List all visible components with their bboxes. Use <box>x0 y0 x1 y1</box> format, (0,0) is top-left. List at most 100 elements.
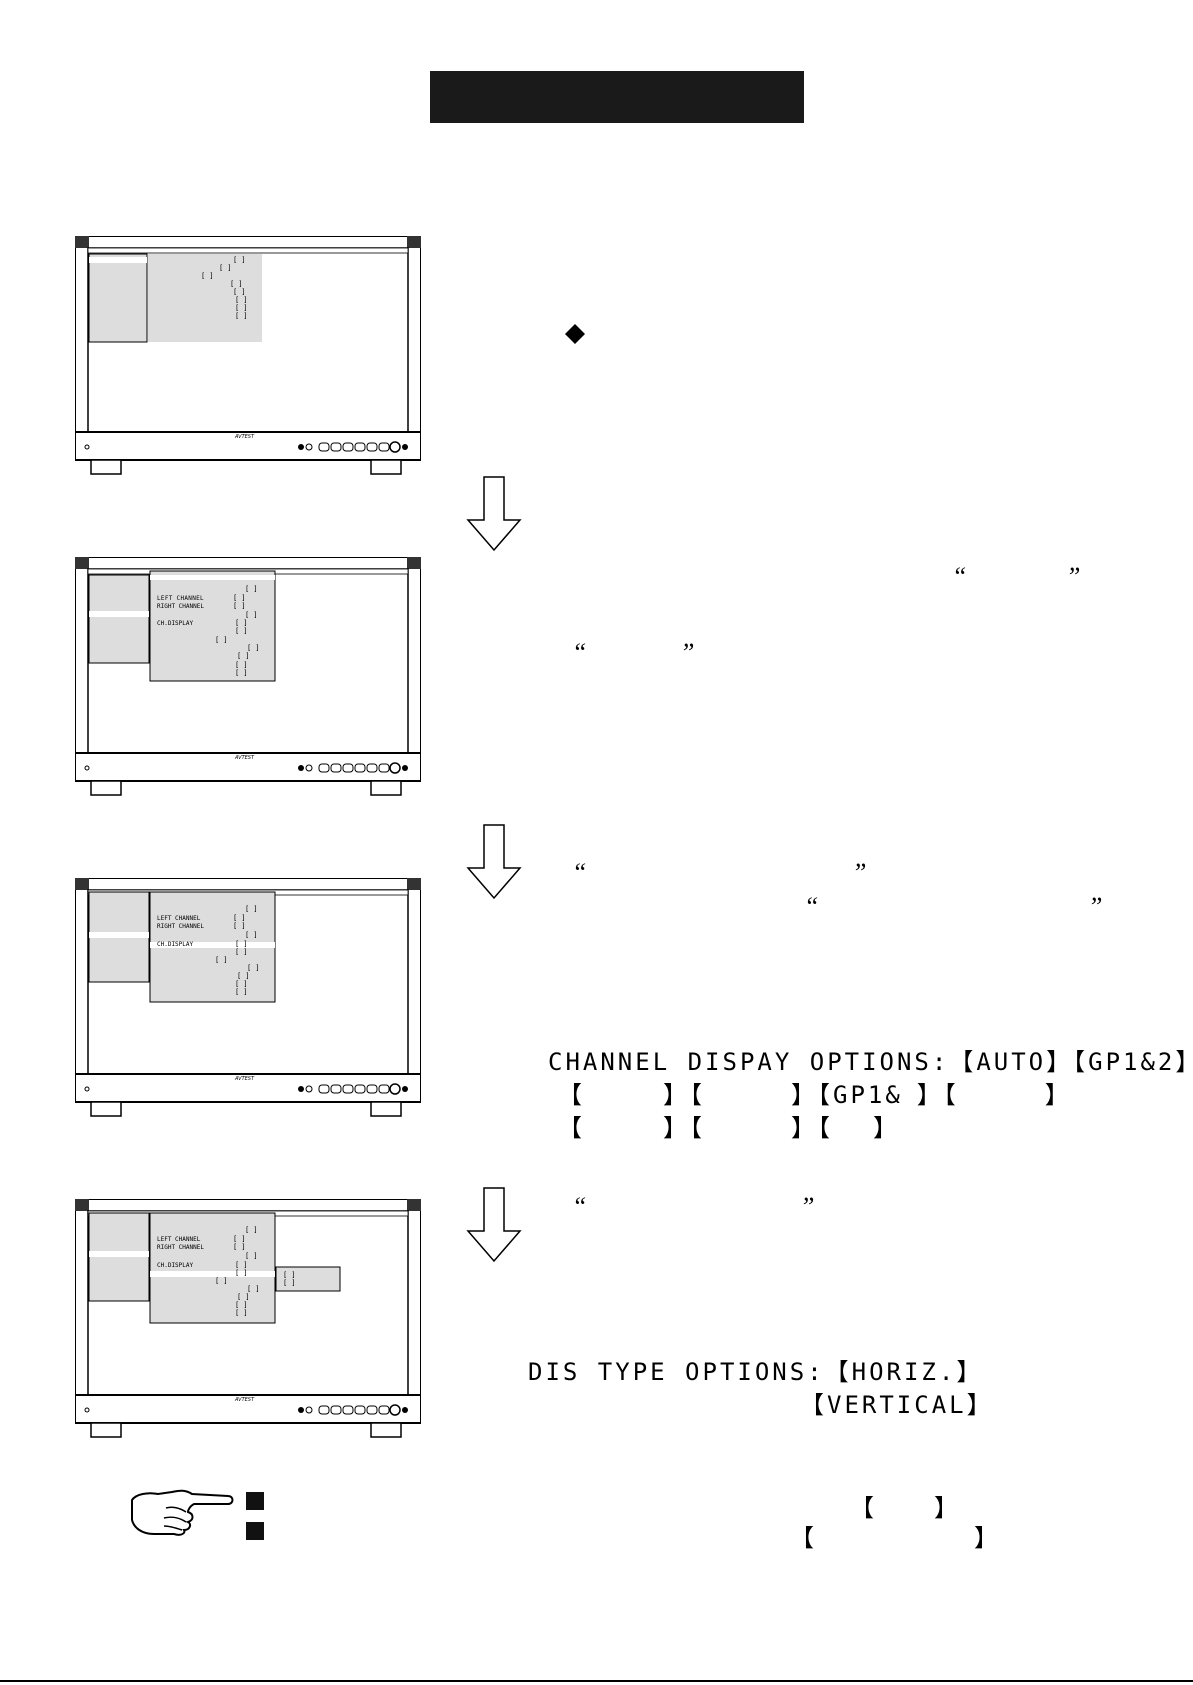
svg-text:[ ]: [ ] <box>283 1271 296 1279</box>
step2-quote-close-1: ” <box>1066 562 1081 591</box>
svg-text:[ ]: [ ] <box>247 964 260 972</box>
svg-text:[ ]: [ ] <box>215 956 228 964</box>
monitor-illustration-4: AVTEST [ ][ ][ ] [ ][ ][ ] [ ][ ][ ] [ ]… <box>75 1199 421 1438</box>
svg-text:[ ]: [ ] <box>247 1285 260 1293</box>
svg-text:[ ]: [ ] <box>233 914 246 922</box>
svg-text:[ ]: [ ] <box>283 1279 296 1287</box>
bracket-close: 】 <box>663 1114 690 1142</box>
svg-text:[ ]: [ ] <box>233 922 246 930</box>
step4-quote-close: ” <box>800 1192 815 1221</box>
monitor-illustration-3: AVTEST [ ][ ][ ] [ ][ ][ ] [ ][ ][ ] [ ]… <box>75 878 421 1117</box>
svg-text:[ ]: [ ] <box>237 652 250 660</box>
svg-text:[ ]: [ ] <box>237 1293 250 1301</box>
dis-type-option-vertical: 【VERTICAL】 <box>800 1391 994 1419</box>
channel-display-options: CHANNEL DISPAY OPTIONS:【AUTO】【GP1&2】 <box>548 1048 1193 1076</box>
bracket-open: 【 <box>690 1114 705 1142</box>
osd-right-channel: RIGHT CHANNEL <box>157 603 204 610</box>
svg-text:[ ]: [ ] <box>245 585 258 593</box>
svg-text:[ ]: [ ] <box>245 1252 258 1260</box>
svg-text:[ ]: [ ] <box>235 1301 248 1309</box>
note-bullet-square <box>246 1522 264 1540</box>
svg-text:[ ]: [ ] <box>245 1226 258 1234</box>
bracket-open: 【 <box>818 1114 833 1142</box>
svg-text:[ ]: [ ] <box>235 1269 248 1277</box>
bracket-close: 】 <box>791 1081 818 1109</box>
note1-bracket-close: 】 <box>934 1494 961 1522</box>
bracket-close: 】 <box>791 1114 818 1142</box>
osd-left-channel: LEFT CHANNEL <box>157 915 201 922</box>
svg-text:[ ]: [ ] <box>235 312 248 320</box>
step4-quote-open: “ <box>572 1192 587 1221</box>
osd-ch-display: CH.DISPLAY <box>157 941 194 948</box>
osd-left-channel: LEFT CHANNEL <box>157 595 204 602</box>
svg-text:[ ]: [ ] <box>237 972 250 980</box>
svg-text:[ ]: [ ] <box>219 264 232 272</box>
svg-text:[ ]: [ ] <box>233 256 246 264</box>
channel-display-options-line3: 【】【】【】 <box>558 1108 900 1143</box>
step3-quote-open-1: “ <box>572 858 587 887</box>
svg-text:[ ]: [ ] <box>215 1277 228 1285</box>
step3-quote-close-2: ” <box>1088 892 1103 921</box>
osd-right-channel: RIGHT CHANNEL <box>157 923 204 930</box>
svg-text:[ ]: [ ] <box>233 288 246 296</box>
diamond-icon <box>565 324 585 344</box>
svg-text:[ ]: [ ] <box>235 669 248 677</box>
svg-text:[ ]: [ ] <box>235 627 248 635</box>
osd-ch-display: CH.DISPLAY <box>157 1262 194 1269</box>
note2-bracket-close: 】 <box>974 1524 1001 1552</box>
svg-text:[ ]: [ ] <box>235 948 248 956</box>
svg-text:[ ]: [ ] <box>233 602 246 610</box>
svg-text:[ ]: [ ] <box>233 594 246 602</box>
svg-text:[ ]: [ ] <box>247 644 260 652</box>
svg-text:[ ]: [ ] <box>235 661 248 669</box>
svg-text:[ ]: [ ] <box>245 905 258 913</box>
svg-text:[ ]: [ ] <box>235 988 248 996</box>
note1-bracket-open: 【 <box>850 1494 877 1522</box>
down-arrow-icon <box>466 1187 522 1263</box>
dis-type-options: DIS TYPE OPTIONS:【HORIZ.】 <box>528 1358 984 1386</box>
svg-text:[ ]: [ ] <box>215 636 228 644</box>
svg-text:[ ]: [ ] <box>235 304 248 312</box>
bracket-close: 】 <box>916 1081 944 1109</box>
bracket-open: 【 <box>690 1081 705 1109</box>
bracket-close: 】 <box>663 1081 690 1109</box>
osd-left-channel: LEFT CHANNEL <box>157 1236 201 1243</box>
svg-text:[ ]: [ ] <box>245 611 258 619</box>
step3-quote-close-1: ” <box>852 858 867 887</box>
down-arrow-icon <box>466 476 522 552</box>
step2-quote-close-2: ” <box>680 638 695 667</box>
note-bullet-square <box>246 1492 264 1510</box>
option-gp1-partial: 【GP1& <box>818 1081 903 1109</box>
svg-text:[ ]: [ ] <box>245 931 258 939</box>
svg-text:[ ]: [ ] <box>230 280 243 288</box>
note2-bracket-open: 【 <box>790 1524 817 1552</box>
bracket-close: 】 <box>873 1114 900 1142</box>
down-arrow-icon <box>466 824 522 900</box>
svg-text:[ ]: [ ] <box>235 980 248 988</box>
svg-text:[ ]: [ ] <box>201 272 214 280</box>
svg-text:[ ]: [ ] <box>235 1261 248 1269</box>
osd-ch-display: CH.DISPLAY <box>157 620 194 627</box>
bracket-open: 【 <box>558 1081 585 1109</box>
monitor-illustration-1: AVTEST [ ][ ][ ] [ ][ ][ ] [ ][ ] <box>75 236 421 475</box>
svg-text:[ ]: [ ] <box>235 1309 248 1317</box>
bracket-open: 【 <box>558 1114 585 1142</box>
svg-text:AVTEST: AVTEST <box>234 1076 255 1082</box>
bracket-open: 【 <box>943 1081 959 1109</box>
title-bar <box>430 71 804 123</box>
svg-text:AVTEST: AVTEST <box>234 434 255 440</box>
svg-text:AVTEST: AVTEST <box>234 755 255 761</box>
page-bottom-rule <box>0 1680 1193 1682</box>
svg-text:AVTEST: AVTEST <box>234 1397 255 1403</box>
step2-quote-open-1: “ <box>952 562 967 591</box>
pointing-hand-icon <box>131 1489 234 1536</box>
step3-quote-open-2: “ <box>804 892 819 921</box>
bracket-close: 】 <box>1044 1081 1072 1109</box>
svg-text:[ ]: [ ] <box>235 940 248 948</box>
svg-text:[ ]: [ ] <box>235 296 248 304</box>
channel-display-options-line2: 【】【】【GP1&】【】 <box>558 1075 1072 1110</box>
osd-right-channel: RIGHT CHANNEL <box>157 1244 204 1251</box>
monitor-illustration-2: AVTEST [ ][ ][ ] [ ][ ][ ] [ ][ ][ ] [ ]… <box>75 557 421 796</box>
svg-text:[ ]: [ ] <box>235 619 248 627</box>
step2-quote-open-2: “ <box>572 638 587 667</box>
